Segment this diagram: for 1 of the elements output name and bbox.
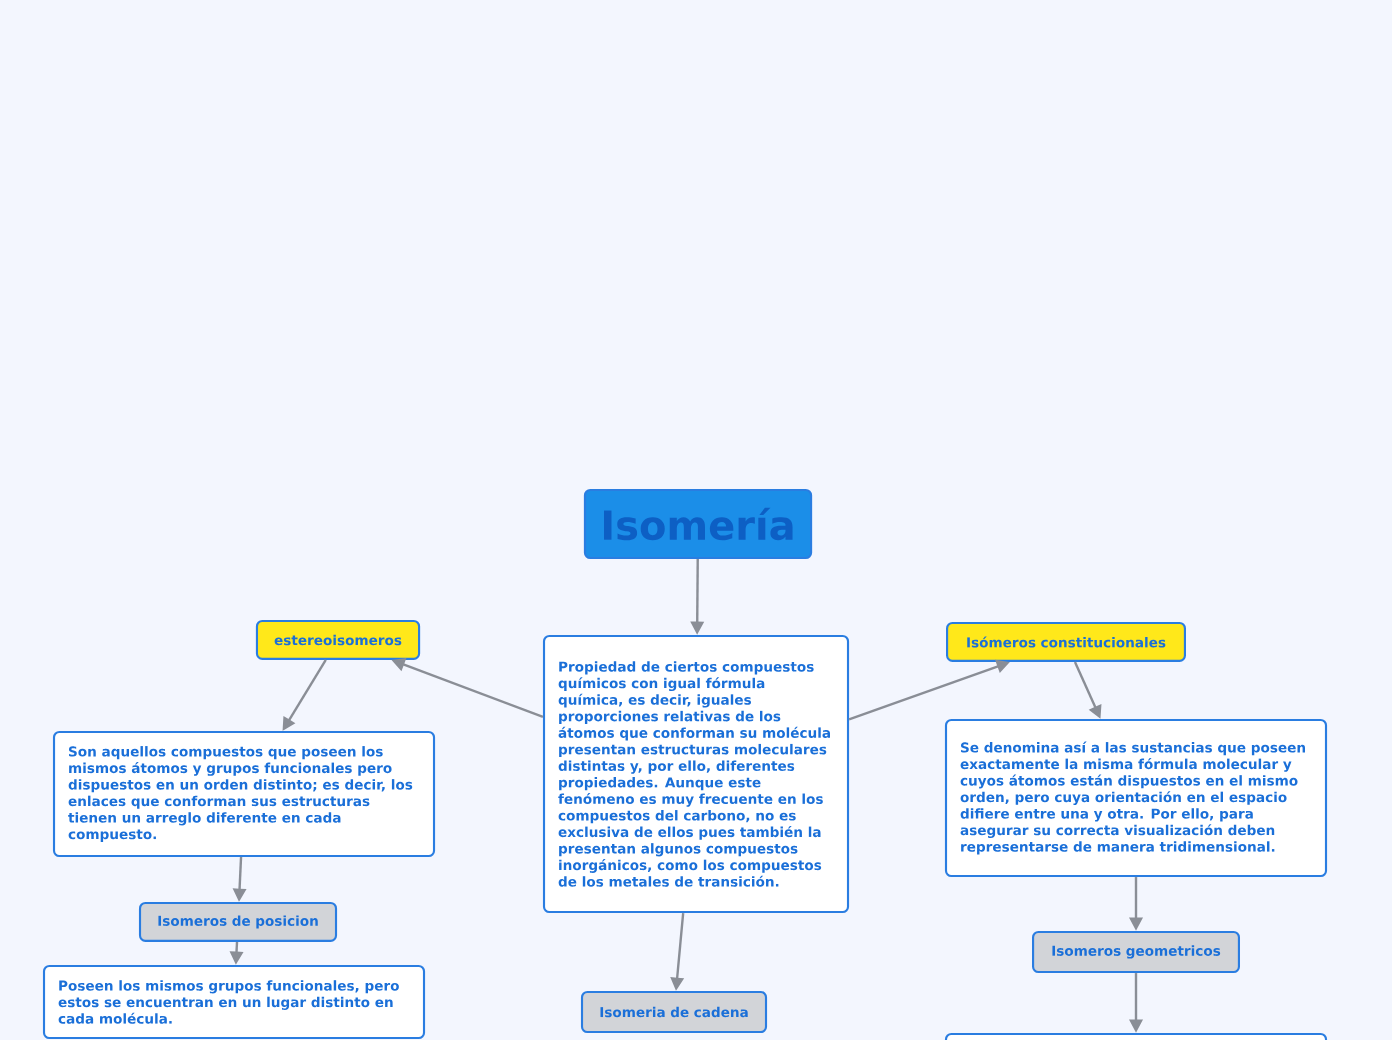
- empty-box: [944, 1032, 1328, 1040]
